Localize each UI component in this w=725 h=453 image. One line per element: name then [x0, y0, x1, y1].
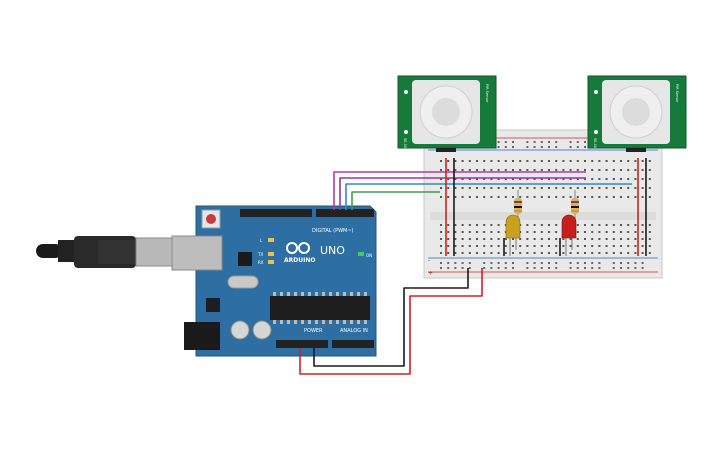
power-label: POWER: [304, 328, 323, 334]
analog-header: [332, 340, 374, 348]
led-red: [561, 214, 577, 256]
pir-sensor-1: PIR Sensor SE-10: [397, 75, 497, 152]
arduino-model: UNO: [320, 244, 345, 257]
wire-purple: [339, 177, 586, 210]
power-header: [276, 340, 328, 348]
wire-green: [351, 191, 440, 210]
pir-label-c: SE-10: [593, 138, 597, 148]
analog-label: ANALOG IN: [340, 328, 368, 334]
pir-label-c: SE-10: [403, 138, 407, 148]
digital-header-left: [240, 209, 312, 217]
wires: [299, 158, 647, 375]
dc-jack: [184, 322, 220, 350]
wire-black-gnd: [313, 268, 469, 367]
wire-blue: [345, 183, 632, 210]
capacitor: [252, 320, 272, 340]
rx-label: RX: [258, 260, 264, 265]
digital-label: DIGITAL (PWM~): [312, 228, 354, 234]
pir-label-a: PIR Sensor: [485, 84, 489, 103]
wire-magenta: [333, 171, 586, 210]
led-yellow: [505, 214, 521, 256]
l-label: L: [260, 238, 263, 243]
atmega-chip: [270, 296, 370, 320]
resistor-2: [571, 190, 579, 222]
arduino-logo-icon: [286, 242, 310, 254]
pir-label-a: PIR Sensor: [675, 84, 679, 103]
wire-red-5v: [299, 268, 483, 375]
resistor-1: [514, 190, 522, 222]
breadboard-plus: +: [428, 270, 433, 277]
capacitor: [230, 320, 250, 340]
on-label: ON: [366, 253, 372, 258]
pir-sensor-2: PIR Sensor SE-10: [587, 75, 687, 152]
breadboard: + -: [423, 129, 663, 279]
digital-header-right: [316, 209, 374, 217]
breadboard-minus: -: [428, 257, 430, 264]
arduino-logo-text: ARDUINO: [284, 257, 315, 264]
tx-label: TX: [257, 252, 263, 257]
arduino-board: DIGITAL (PWM~) ARDUINO UNO POWER ANALOG …: [171, 205, 377, 357]
